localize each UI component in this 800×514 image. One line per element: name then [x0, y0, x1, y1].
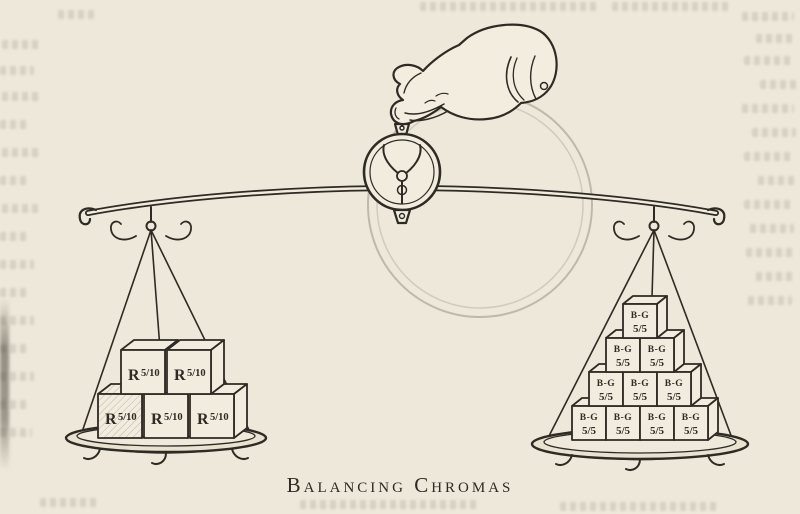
block-fraction: 5/10 — [187, 368, 206, 379]
page-bleed-mark — [756, 272, 794, 281]
figure-caption: Balancing Chromas — [287, 473, 514, 497]
page-bleed-mark — [0, 372, 34, 381]
page-bleed-mark — [742, 104, 794, 113]
page-bleed-mark — [746, 248, 794, 257]
page-bleed-mark — [300, 500, 480, 509]
page-bleed-mark — [760, 80, 796, 89]
block-fraction: 5/5 — [650, 357, 665, 369]
chroma-block: R 5/10 — [189, 383, 248, 439]
page-bleed-mark — [0, 316, 34, 325]
right-pan-blocks: B-G 5/5 B-G 5/5 B-G 5/5 B-G 5/5 B-G — [571, 295, 719, 441]
block-fraction: 5/5 — [684, 425, 699, 437]
balance-wheel — [362, 122, 442, 225]
chroma-block: B-G 5/5 — [639, 329, 685, 373]
page-bleed-mark — [0, 428, 32, 437]
hand — [389, 23, 558, 126]
page-bleed-mark — [2, 40, 42, 49]
page-bleed-mark — [0, 120, 30, 129]
block-fraction: 5/5 — [650, 425, 665, 437]
page-bleed-mark — [756, 34, 796, 43]
block-fraction: 5/10 — [141, 368, 160, 379]
chroma-block: B-G 5/5 — [622, 295, 668, 339]
page-bleed-mark — [744, 152, 794, 161]
block-fraction: 5/5 — [667, 391, 682, 403]
page-bleed-mark — [750, 224, 794, 233]
block-fraction: 5/5 — [633, 391, 648, 403]
cuff-button — [539, 81, 549, 91]
chroma-block: B-G 5/5 — [605, 397, 651, 441]
page-bleed-mark — [744, 200, 794, 209]
block-fraction: 5/10 — [210, 412, 229, 423]
page-bleed-mark — [0, 344, 30, 353]
page-edge-smudge — [0, 298, 9, 470]
block-label: R — [174, 367, 186, 384]
chroma-block: B-G 5/5 — [588, 363, 634, 407]
page-bleed-mark — [2, 204, 38, 213]
block-label: B-G — [631, 311, 650, 321]
chroma-block: B-G 5/5 — [673, 397, 719, 441]
page-bleed-mark — [0, 232, 30, 241]
chroma-block: B-G 5/5 — [639, 397, 685, 441]
chroma-block: B-G 5/5 — [656, 363, 702, 407]
page-bleed-mark — [2, 148, 40, 157]
block-label: R — [197, 411, 209, 428]
page-bleed-mark — [58, 10, 94, 19]
block-fraction: 5/5 — [616, 357, 631, 369]
page-bleed-mark — [748, 296, 792, 305]
chroma-block: B-G 5/5 — [622, 363, 668, 407]
block-label: B-G — [631, 379, 650, 389]
block-fraction: 5/5 — [599, 391, 614, 403]
block-fraction: 5/10 — [118, 412, 137, 423]
page-bleed-mark — [742, 12, 794, 21]
chroma-block: B-G 5/5 — [605, 329, 651, 373]
left-pan-blocks: R 5/10 R 5/10 R 5/10 R 5/10 R 5/10 — [97, 339, 248, 439]
page-bleed-mark — [0, 260, 34, 269]
block-label: B-G — [665, 379, 684, 389]
page-bleed-mark — [0, 176, 30, 185]
block-fraction: 5/5 — [616, 425, 631, 437]
chroma-block: R 5/10 — [166, 339, 225, 395]
block-label: B-G — [614, 345, 633, 355]
chroma-block: B-G 5/5 — [571, 397, 617, 441]
page-bleed-mark — [560, 502, 720, 511]
page-bleed-mark — [420, 2, 600, 11]
page-bleed-mark — [0, 400, 30, 409]
page-bleed-mark — [40, 498, 100, 507]
block-label: R — [151, 411, 163, 428]
block-label: B-G — [614, 413, 633, 423]
block-label: B-G — [648, 345, 667, 355]
block-label: B-G — [648, 413, 667, 423]
block-fraction: 5/5 — [582, 425, 597, 437]
page-bleed-mark — [612, 2, 732, 11]
block-fraction: 5/10 — [164, 412, 183, 423]
block-label: B-G — [580, 413, 599, 423]
page-bleed-mark — [2, 92, 42, 101]
block-label: B-G — [682, 413, 701, 423]
page-bleed-mark — [744, 56, 794, 65]
chroma-block: R 5/10 — [120, 339, 179, 395]
page-bleed-mark — [0, 288, 28, 297]
block-label: B-G — [597, 379, 616, 389]
block-label: R — [105, 411, 117, 428]
page-bleed-mark — [752, 128, 796, 137]
block-fraction: 5/5 — [633, 323, 648, 335]
block-label: R — [128, 367, 140, 384]
chroma-block: R 5/10 — [143, 383, 202, 439]
page-bleed-mark — [758, 176, 796, 185]
page-bleed-mark — [0, 66, 34, 75]
